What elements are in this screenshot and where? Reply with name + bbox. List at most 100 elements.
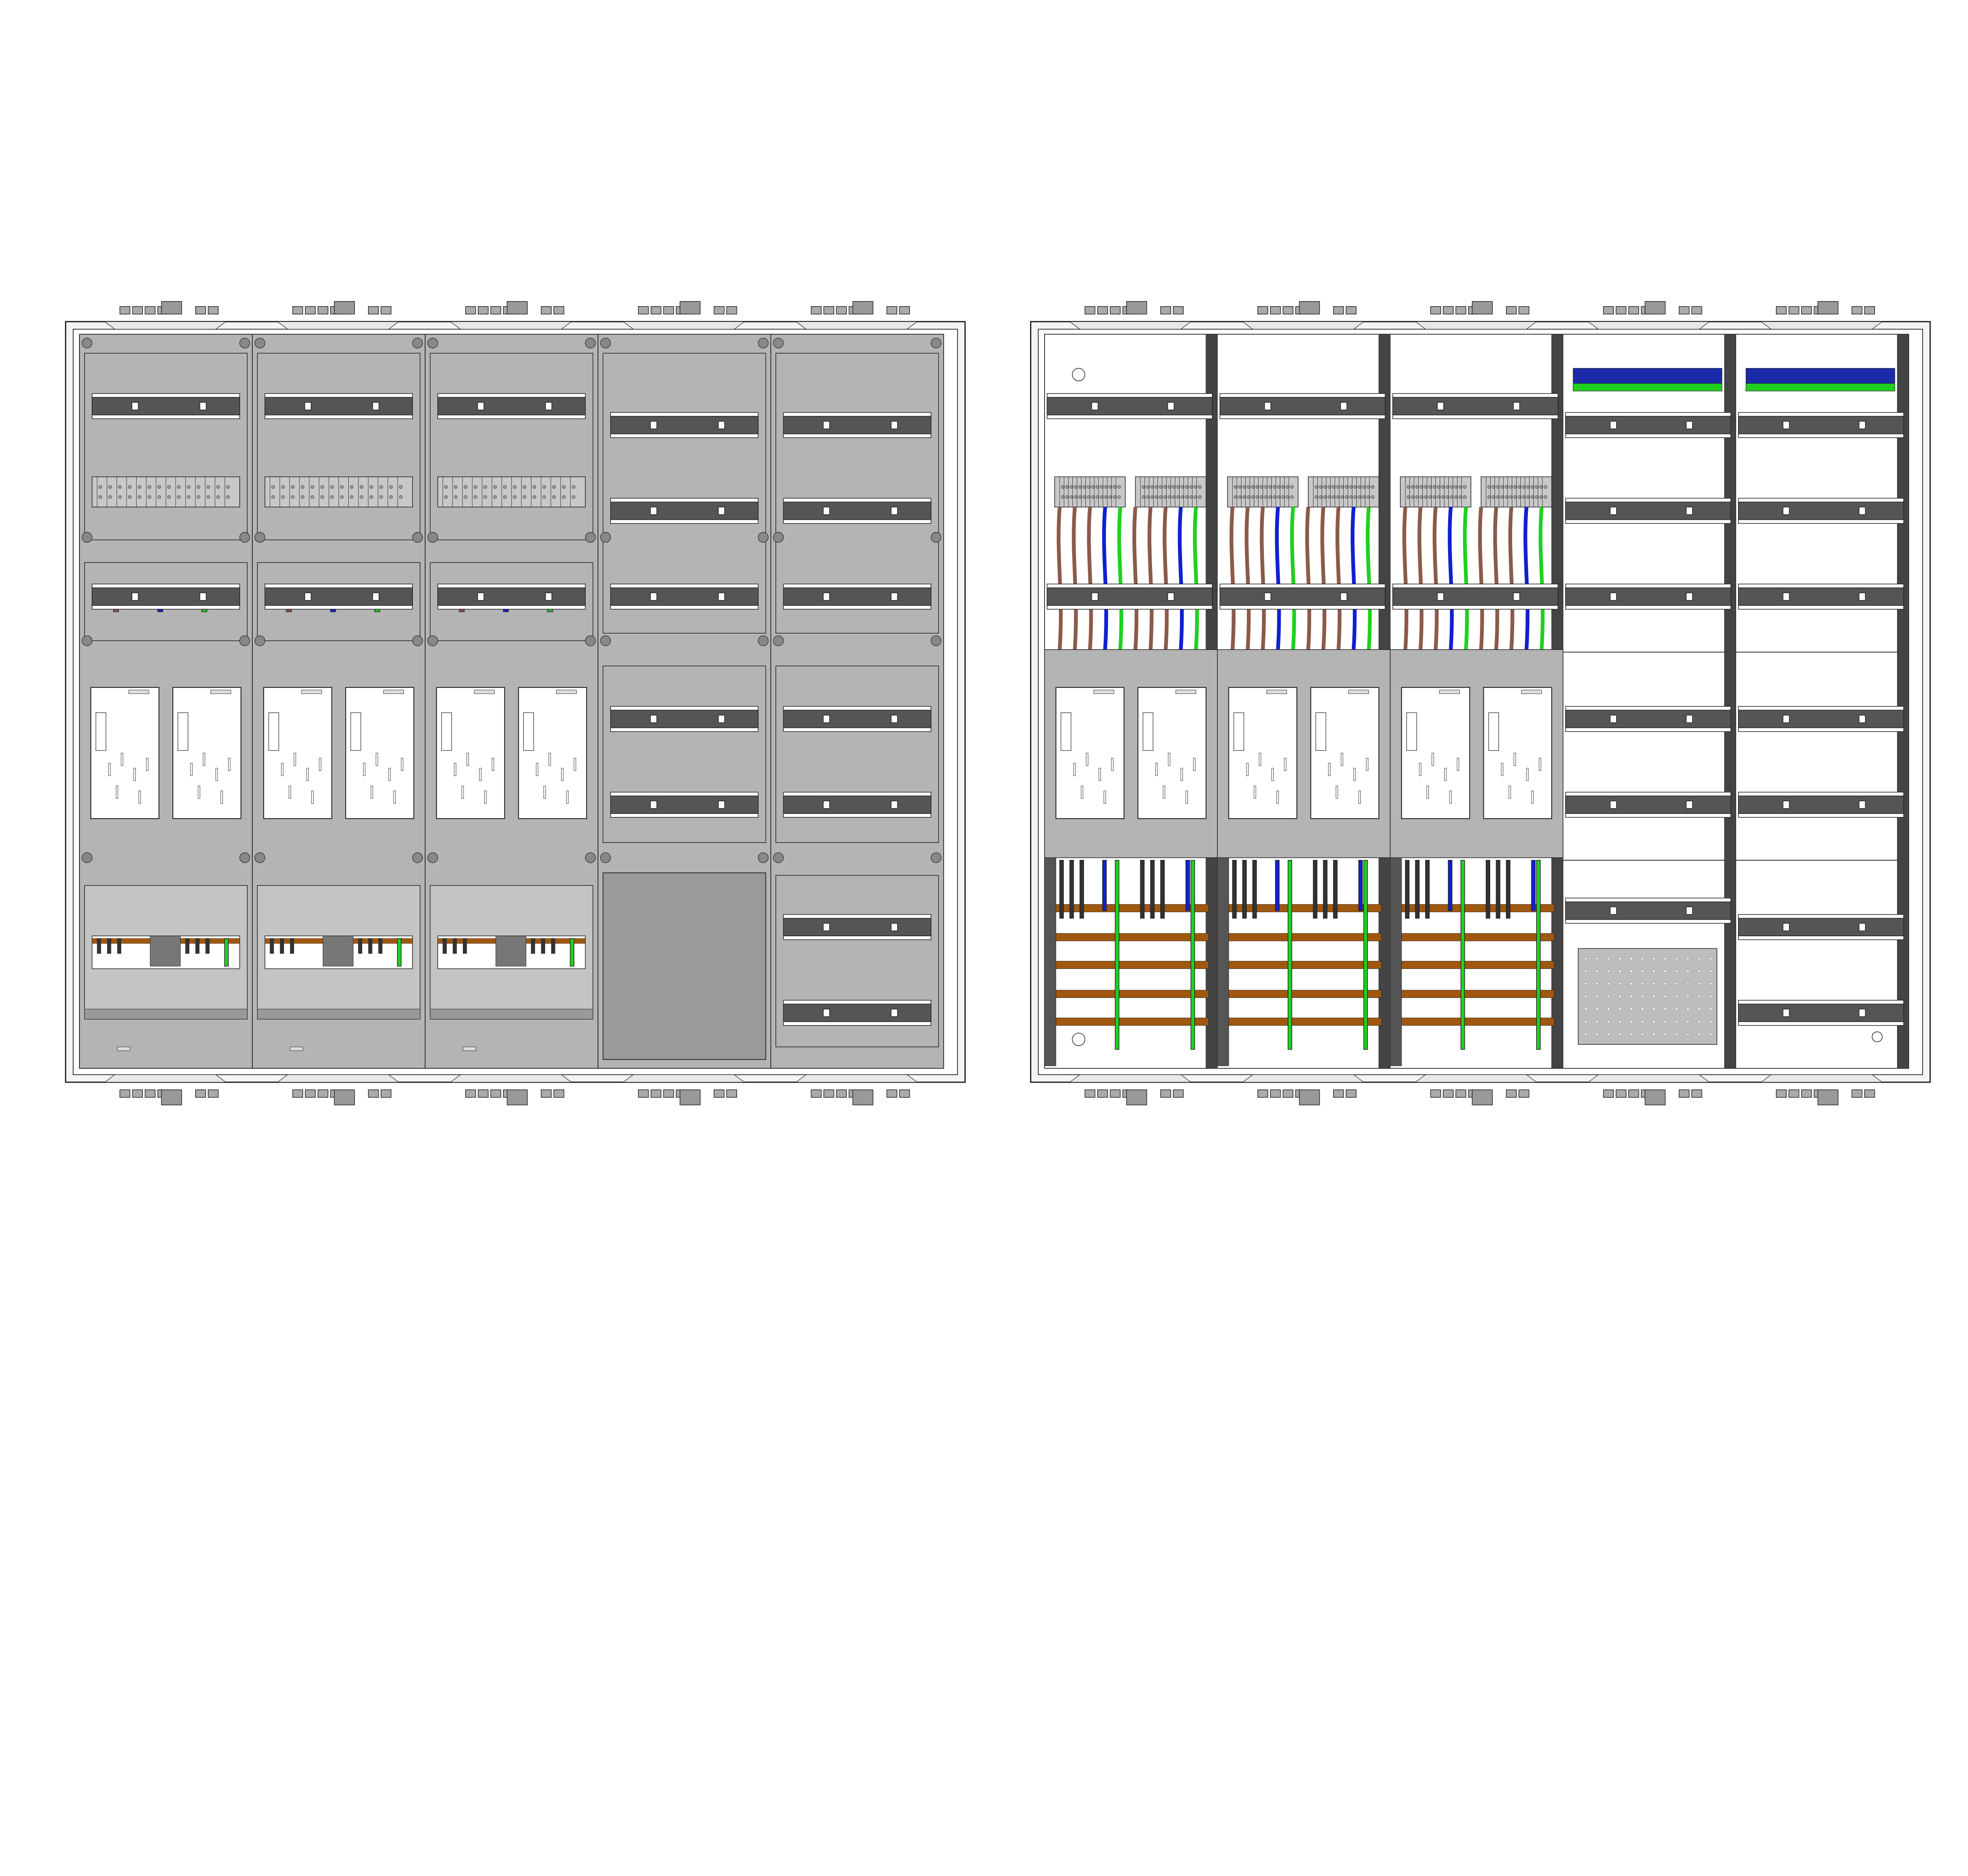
terminal-screw [1539,495,1543,499]
meter-handle [1266,689,1287,694]
meter-slot-mark [1276,791,1279,804]
wire [1162,507,1169,650]
gland [1270,306,1281,314]
terminal-screw [206,495,210,499]
din-rail [1047,584,1213,610]
terminal-screw [369,485,373,489]
terminal-screw [1167,495,1171,499]
gland [663,306,674,314]
meter-handle [556,689,577,694]
terminal-screw [1260,485,1263,489]
terminal-screw [1424,485,1428,489]
meter-connection-wire [1425,860,1430,919]
gland-base [277,321,400,330]
perforation [1641,1033,1644,1036]
busbar [1054,904,1209,912]
terminal-screw [1349,485,1353,489]
terminal-screw [399,495,403,499]
meter-slot [178,712,189,751]
perforation [1686,1020,1689,1023]
meter-window [1055,687,1125,819]
terminal-block [1481,476,1552,508]
terminal-screw [1281,485,1285,489]
perforation [1698,995,1701,998]
terminal-screw [1340,495,1344,499]
busbar-holder [1390,858,1402,1066]
cover-screw [81,338,92,349]
meter-window-frame [172,687,242,819]
meter-window [263,687,333,819]
busbar-tap [531,938,535,954]
rail-slot [1167,402,1175,410]
gland-base [449,321,572,330]
gland [541,306,552,314]
terminal-screw [389,495,393,499]
terminal-screw [1522,485,1526,489]
cover-screw [600,852,611,863]
gland [1346,1089,1357,1098]
cover-screw [239,852,250,863]
terminal-screw [1362,485,1366,489]
terminal-screw [1285,485,1289,489]
busbar-tap [453,938,457,954]
meter-window-frame [1055,687,1125,819]
large-gland [1644,1089,1666,1105]
din-rail [1219,393,1386,419]
terminal-screw [572,485,575,489]
terminal-screw [1091,495,1095,499]
terminal-screw [1463,485,1467,489]
rail-slot [891,1009,898,1017]
terminal-screw [1163,495,1167,499]
perforation [1607,982,1610,985]
perforation [1709,1020,1712,1023]
meter-connection-wire [1059,860,1064,919]
gland [836,306,847,314]
terminal-block [1400,476,1471,508]
rail-slot [823,715,830,723]
terminal-screw [1074,485,1078,489]
terminal-screw [226,495,230,499]
terminal-screw [1315,485,1319,489]
terminal-screw [301,495,305,499]
bottom-cable-glands [795,1074,918,1105]
terminal-screw [1424,495,1428,499]
terminal-screw [1074,495,1078,499]
terminal-screw [1154,485,1158,489]
meter-slot-mark [306,768,309,781]
terminal-screw [320,485,324,489]
meter-slot-mark [1155,763,1158,776]
perforation [1664,982,1667,985]
gland [317,1089,329,1098]
rail-slot [650,592,657,601]
busbar [1227,933,1382,941]
gland-base [1760,321,1883,330]
terminal-screw [1450,485,1454,489]
rail-body [610,710,759,728]
terminal-screw [1328,495,1332,499]
meter-handle [1093,689,1114,694]
rail-slot [1167,592,1175,601]
busbar-tap [551,938,555,954]
wire [1448,507,1454,650]
terminal-screw [454,495,458,499]
top-cable-glands [795,301,918,330]
wire [1290,507,1296,650]
gland [208,306,219,314]
earth-wire [1190,860,1195,1050]
terminal-screw [552,485,556,489]
rail-body [610,587,759,606]
rail-slot [718,592,725,601]
wire [1350,507,1357,650]
meter-connection-wire [1496,860,1500,919]
rail-body [92,397,240,416]
terminal-screw [1172,485,1176,489]
large-gland [161,301,182,314]
gland [1801,1089,1812,1098]
din-rail [1565,898,1731,924]
gland-base [1069,321,1192,330]
meter-window [90,687,159,819]
din-rail [1738,412,1904,438]
gland [886,1089,897,1098]
din-rail [1565,412,1731,438]
gland [714,1089,725,1098]
